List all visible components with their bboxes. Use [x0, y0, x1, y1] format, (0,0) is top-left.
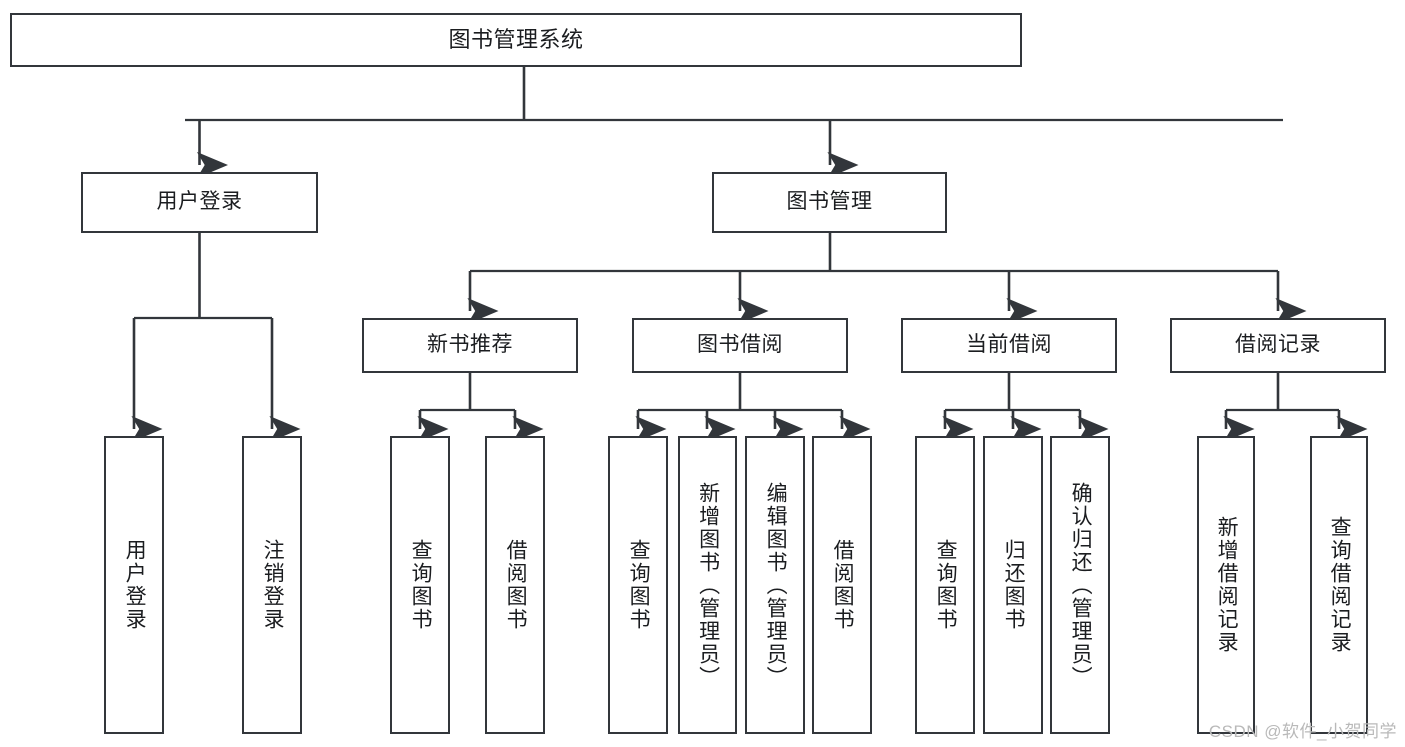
- node-book-manage[interactable]: 图书管理: [712, 172, 947, 233]
- node-root-label: 图书管理系统: [448, 27, 584, 53]
- node-leaf-return-book-label: 归还图书: [1002, 539, 1026, 631]
- node-leaf-query-book-3[interactable]: 查询图书: [915, 436, 975, 734]
- node-leaf-add-record-label: 新增借阅记录: [1215, 516, 1239, 654]
- node-leaf-borrow-book-2[interactable]: 借阅图书: [812, 436, 872, 734]
- node-user-login[interactable]: 用户登录: [81, 172, 318, 233]
- node-leaf-confirm-return-label: 确认归还（管理员）: [1069, 481, 1093, 689]
- node-leaf-query-book-3-label: 查询图书: [934, 539, 958, 631]
- node-leaf-query-record[interactable]: 查询借阅记录: [1310, 436, 1368, 734]
- node-leaf-user-login[interactable]: 用户登录: [104, 436, 164, 734]
- node-leaf-add-book-label: 新增图书（管理员）: [696, 481, 720, 689]
- node-borrow-record-label: 借阅记录: [1235, 333, 1321, 357]
- node-leaf-query-book-2[interactable]: 查询图书: [608, 436, 668, 734]
- node-leaf-query-record-label: 查询借阅记录: [1328, 516, 1352, 654]
- node-new-book-rec[interactable]: 新书推荐: [362, 318, 578, 373]
- node-leaf-user-login-label: 用户登录: [123, 539, 147, 631]
- node-leaf-user-logout[interactable]: 注销登录: [242, 436, 302, 734]
- node-user-login-label: 用户登录: [156, 190, 243, 214]
- csdn-watermark: CSDN @软件_小贺同学: [1208, 722, 1397, 741]
- node-new-book-rec-label: 新书推荐: [427, 333, 513, 357]
- node-leaf-borrow-book-1[interactable]: 借阅图书: [485, 436, 545, 734]
- node-leaf-confirm-return[interactable]: 确认归还（管理员）: [1050, 436, 1110, 734]
- node-leaf-query-book-1[interactable]: 查询图书: [390, 436, 450, 734]
- node-book-borrow[interactable]: 图书借阅: [632, 318, 848, 373]
- node-leaf-borrow-book-2-label: 借阅图书: [831, 539, 855, 631]
- node-borrow-record[interactable]: 借阅记录: [1170, 318, 1386, 373]
- node-leaf-add-record[interactable]: 新增借阅记录: [1197, 436, 1255, 734]
- node-leaf-edit-book[interactable]: 编辑图书（管理员）: [745, 436, 805, 734]
- node-book-borrow-label: 图书借阅: [697, 333, 783, 357]
- node-leaf-add-book[interactable]: 新增图书（管理员）: [678, 436, 737, 734]
- node-leaf-query-book-1-label: 查询图书: [409, 539, 433, 631]
- node-leaf-edit-book-label: 编辑图书（管理员）: [764, 481, 788, 689]
- node-leaf-user-logout-label: 注销登录: [261, 539, 285, 631]
- node-book-manage-label: 图书管理: [786, 190, 873, 214]
- node-root[interactable]: 图书管理系统: [10, 13, 1022, 67]
- node-current-borrow[interactable]: 当前借阅: [901, 318, 1117, 373]
- node-leaf-query-book-2-label: 查询图书: [627, 539, 651, 631]
- node-current-borrow-label: 当前借阅: [966, 333, 1052, 357]
- node-leaf-borrow-book-1-label: 借阅图书: [504, 539, 528, 631]
- node-leaf-return-book[interactable]: 归还图书: [983, 436, 1043, 734]
